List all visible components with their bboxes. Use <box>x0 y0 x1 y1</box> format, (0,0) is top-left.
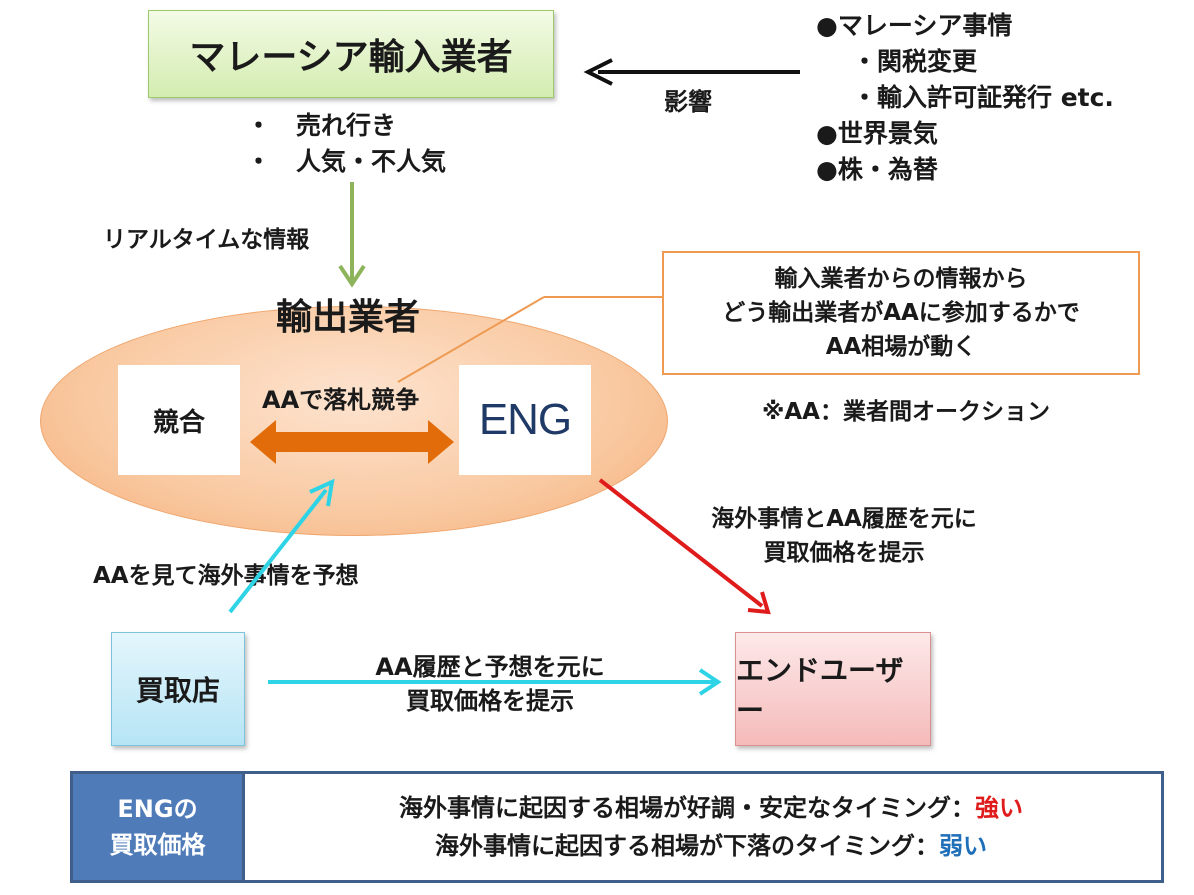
factor-item: ●世界景気 <box>816 119 938 148</box>
shop-box: 買取店 <box>111 632 245 746</box>
strong-value: 強い <box>975 794 1023 822</box>
eng-to-user-line: 海外事情とAA履歴を元に <box>711 506 977 532</box>
end-user-box: エンドユーザー <box>735 632 931 746</box>
weak-value: 弱い <box>939 832 987 860</box>
importer-box: マレーシア輸入業者 <box>148 10 554 98</box>
footer-row-text: 海外事情に起因する相場が好調・安定なタイミング： <box>399 794 975 822</box>
factor-item: ・関税変更 <box>852 47 978 76</box>
callout-pointer <box>397 296 545 383</box>
end-user-label: エンドユーザー <box>736 654 904 727</box>
competitor-box: 競合 <box>118 365 240 475</box>
auction-label: AAで落札競争 <box>262 386 420 414</box>
shop-to-user-line: 買取価格を提示 <box>406 687 574 715</box>
auction-double-arrow <box>250 420 454 464</box>
footer-right: 海外事情に起因する相場が好調・安定なタイミング：強い 海外事情に起因する相場が下… <box>245 774 1161 880</box>
callout-line: 輸入業者からの情報から <box>774 266 1028 292</box>
realtime-arrow <box>338 182 366 288</box>
realtime-label: リアルタイムな情報 <box>103 227 310 253</box>
eng-to-user-arrow <box>598 478 771 615</box>
shop-to-user-line: AA履歴と予想を元に <box>375 653 605 681</box>
footer-left-line: ENGの <box>117 795 198 823</box>
callout-line: AA相場が動く <box>825 334 977 360</box>
factor-item: ●株・為替 <box>816 155 938 184</box>
factor-item: ・輸入許可証発行 etc. <box>852 83 1114 112</box>
factor-item: ●マレーシア事情 <box>816 11 1013 40</box>
shop-to-aa-label: AAを見て海外事情を予想 <box>93 563 359 589</box>
footer-row-strong: 海外事情に起因する相場が好調・安定なタイミング：強い <box>399 789 1023 827</box>
footer-panel: ENGの 買取価格 海外事情に起因する相場が好調・安定なタイミング：強い 海外事… <box>70 771 1164 883</box>
influence-label: 影響 <box>664 88 712 116</box>
shop-label: 買取店 <box>135 674 220 707</box>
eng-to-user-line: 買取価格を提示 <box>763 540 925 566</box>
factors-list: ●マレーシア事情 ・関税変更 ・輸入許可証発行 etc. ●世界景気 ●株・為替 <box>816 8 1114 188</box>
competitor-label: 競合 <box>152 407 205 438</box>
importer-info-list: ・ 売れ行き ・ 人気・不人気 <box>246 108 446 180</box>
importer-info-item: ・ 人気・不人気 <box>246 147 447 176</box>
footer-left-line: 買取価格 <box>109 831 206 859</box>
influence-arrow <box>583 58 800 86</box>
footer-row-text: 海外事情に起因する相場が下落のタイミング： <box>435 832 939 860</box>
shop-to-aa-arrow <box>228 478 335 614</box>
eng-to-user-label: 海外事情とAA履歴を元に 買取価格を提示 <box>684 502 1004 570</box>
importer-title: マレーシア輸入業者 <box>189 37 513 78</box>
shop-to-user-arrow <box>268 668 722 696</box>
importer-info-item: ・ 売れ行き <box>246 111 397 140</box>
aa-note: ※AA：業者間オークション <box>762 399 1050 425</box>
callout-box: 輸入業者からの情報から どう輸出業者がAAに参加するかで AA相場が動く <box>662 251 1140 375</box>
eng-logo-box: ENG <box>459 365 591 475</box>
shop-to-user-label: AA履歴と予想を元に 買取価格を提示 <box>330 650 650 718</box>
footer-left: ENGの 買取価格 <box>73 774 245 880</box>
exporter-title: 輸出業者 <box>276 297 421 338</box>
callout-line: どう輸出業者がAAに参加するかで <box>722 300 1080 326</box>
footer-row-weak: 海外事情に起因する相場が下落のタイミング：弱い <box>435 827 987 865</box>
eng-logo: ENG <box>478 395 572 444</box>
